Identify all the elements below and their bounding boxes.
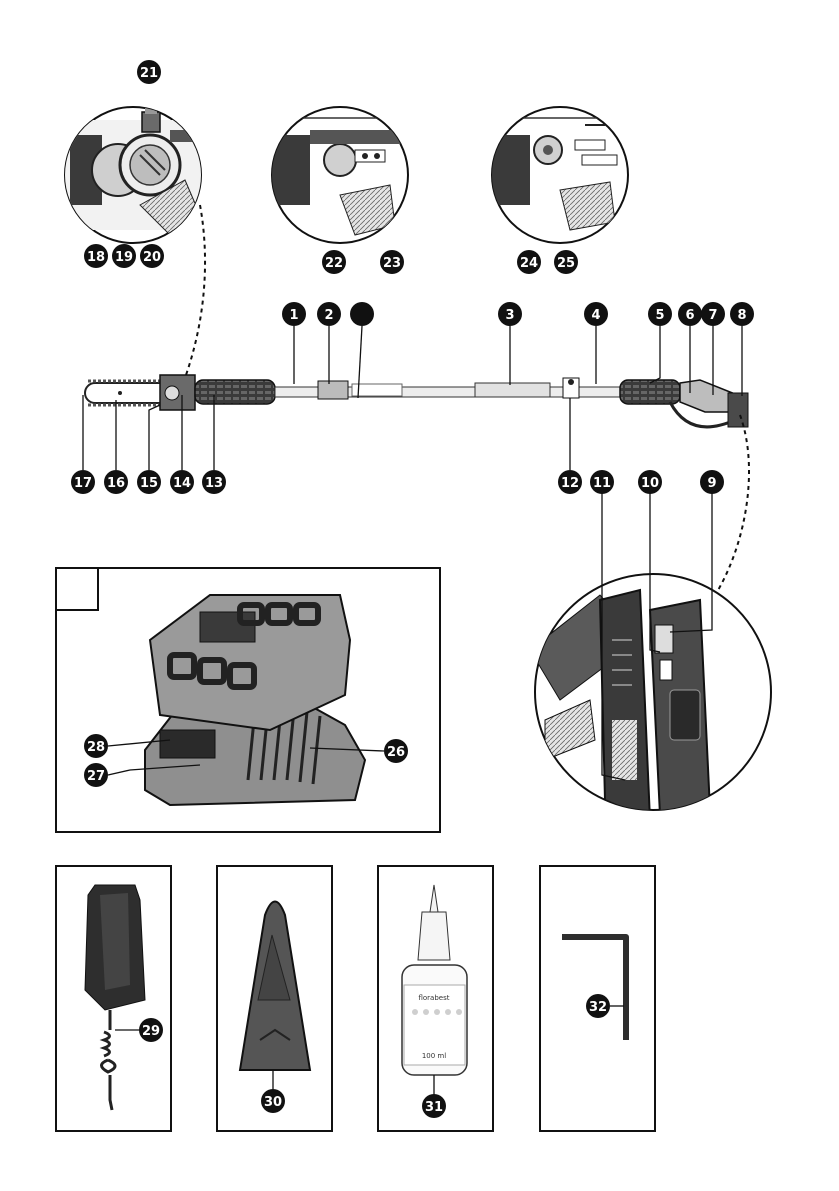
pole-saw-illustration [85,375,748,427]
svg-text:23: 23 [383,256,401,271]
callout-badge-13: 13 [202,470,226,494]
callout-badge-24: 24 [517,250,541,274]
svg-text:11: 11 [593,476,611,491]
svg-text:5: 5 [655,308,664,323]
svg-text:18: 18 [87,250,105,265]
svg-text:10: 10 [641,476,659,491]
callout-badge-26: 26 [384,739,408,763]
figure-label-box [56,568,98,610]
svg-text:13: 13 [205,476,223,491]
svg-text:21: 21 [140,66,158,81]
callout-badge-22: 22 [322,250,346,274]
callout-badge-29: 29 [139,1018,163,1042]
callout-badge-9: 9 [700,470,724,494]
callout-badge-20: 20 [140,244,164,268]
oil-bottle-volume: 100 ml [422,1052,446,1060]
svg-text:8: 8 [737,308,746,323]
detail-circle-chain-tension [60,107,210,243]
panel-shoulder-strap [56,866,171,1131]
callout-badge-25: 25 [554,250,578,274]
detail-circle-bar-nut [490,107,628,243]
leader-lines [83,326,749,600]
svg-text:20: 20 [143,250,161,265]
svg-text:27: 27 [87,769,105,784]
svg-text:26: 26 [387,745,405,760]
svg-text:31: 31 [425,1100,443,1115]
svg-text:4: 4 [591,308,600,323]
svg-text:12: 12 [561,476,579,491]
battery-charger-panel [56,568,440,832]
svg-text:24: 24 [520,256,538,271]
svg-text:17: 17 [74,476,92,491]
callout-badge-19: 19 [112,244,136,268]
callout-badge-12: 12 [558,470,582,494]
svg-text:29: 29 [142,1024,160,1039]
oil-bottle-brand: florabest [418,994,449,1002]
callout-badge-32: 32 [586,994,610,1018]
svg-text:2: 2 [324,308,333,323]
callout-badge-30: 30 [261,1089,285,1113]
detail-circle-handle-switch [530,490,771,820]
callout-badge-unnumbered [350,302,374,326]
callout-badge-21: 21 [137,60,161,84]
callout-badge-17: 17 [71,470,95,494]
panel-oil-bottle: florabest 100 ml [378,866,493,1131]
callout-badge-11: 11 [590,470,614,494]
callout-badge-15: 15 [137,470,161,494]
callout-badge-3: 3 [498,302,522,326]
svg-text:6: 6 [685,308,694,323]
svg-text:25: 25 [557,256,575,271]
svg-text:14: 14 [173,476,191,491]
leader-dotted-1 [186,205,205,375]
svg-text:22: 22 [325,256,343,271]
callout-badge-10: 10 [638,470,662,494]
callout-badge-27: 27 [84,763,108,787]
callout-badge-4: 4 [584,302,608,326]
callout-badge-18: 18 [84,244,108,268]
callout-badge-5: 5 [648,302,672,326]
callout-badge-23: 23 [380,250,404,274]
svg-text:30: 30 [264,1095,282,1110]
callout-badge-7: 7 [701,302,725,326]
callout-badge-8: 8 [730,302,754,326]
detail-circle-bar-guide [270,107,410,243]
svg-text:28: 28 [87,740,105,755]
callout-badge-16: 16 [104,470,128,494]
svg-text:16: 16 [107,476,125,491]
svg-text:1: 1 [289,308,298,323]
svg-text:3: 3 [505,308,514,323]
callout-badge-31: 31 [422,1094,446,1118]
svg-text:9: 9 [707,476,716,491]
svg-text:19: 19 [115,250,133,265]
svg-text:7: 7 [708,308,717,323]
callout-badge-14: 14 [170,470,194,494]
callout-badge-28: 28 [84,734,108,758]
svg-text:15: 15 [140,476,158,491]
callout-badge-6: 6 [678,302,702,326]
svg-text:32: 32 [589,1000,607,1015]
callout-badge-2: 2 [317,302,341,326]
callout-badge-1: 1 [282,302,306,326]
